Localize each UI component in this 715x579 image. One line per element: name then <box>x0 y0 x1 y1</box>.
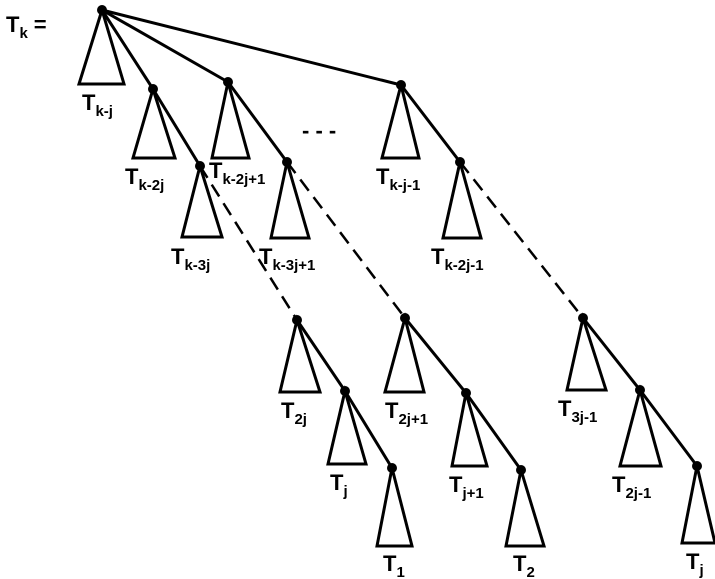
node-2 <box>148 84 158 94</box>
subtree-label-t11: Tj <box>330 470 348 500</box>
node-10 <box>578 313 588 323</box>
subtree-label-t6: Tk-3j+1 <box>259 244 315 274</box>
subtree-label-t12: Tj+1 <box>449 472 484 502</box>
subtree-label-t1: Tk-j <box>82 90 113 120</box>
edge-node4-node7 <box>399 84 462 163</box>
dashed-edge-node6-node9 <box>286 161 406 319</box>
subtree-label-t10: T3j-1 <box>558 396 597 426</box>
edge-node10-node13 <box>581 317 642 391</box>
subtree-triangle-t5 <box>180 160 225 239</box>
root-label: Tk = <box>6 12 47 42</box>
tree-nodes <box>97 5 702 475</box>
subtree-label-t3: Tk-2j+1 <box>209 158 265 188</box>
edge-node2-node5 <box>151 88 202 167</box>
node-14 <box>387 463 397 473</box>
subtree-triangles <box>76 4 715 548</box>
node-3 <box>223 77 233 87</box>
subtree-triangle-t8 <box>278 314 323 394</box>
subtree-triangle-t1 <box>76 4 127 86</box>
subtree-label-t2: Tk-2j <box>125 164 164 194</box>
edge-root-node2 <box>100 9 155 90</box>
subtree-label-t5: Tk-3j <box>171 244 210 274</box>
edge-node9-node12 <box>403 317 468 394</box>
edge-node8-node11 <box>295 319 347 392</box>
subtree-triangle-t9 <box>383 312 426 394</box>
root-edges <box>100 8 699 471</box>
dashed-edges <box>198 161 584 321</box>
subtree-triangle-t2 <box>131 83 178 160</box>
root-label-main: T <box>6 12 20 37</box>
subtree-labels: Tk-j Tk-2j Tk-2j+1 Tk-j-1 Tk-3j Tk-3j+1 … <box>82 90 704 579</box>
subtree-label-t14: T1 <box>383 551 405 579</box>
subtree-label-t7: Tk-2j-1 <box>431 244 484 274</box>
node-4 <box>396 80 406 90</box>
subtree-triangle-t14 <box>375 467 414 548</box>
node-15 <box>516 465 526 475</box>
node-13 <box>635 385 645 395</box>
subtree-triangle-t15 <box>504 469 547 548</box>
subtree-label-t15: T2 <box>513 551 535 579</box>
subtree-label-t9: T2j+1 <box>385 398 428 428</box>
node-16 <box>692 461 702 471</box>
subtree-triangle-t16 <box>680 465 715 545</box>
subtree-triangle-t11 <box>326 385 368 466</box>
subtree-triangle-t10 <box>565 312 609 392</box>
subtree-triangle-t6 <box>269 161 311 240</box>
node-root <box>97 5 107 15</box>
node-7 <box>455 157 465 167</box>
subtree-label-t16: Tj <box>686 549 704 579</box>
node-6 <box>282 157 292 167</box>
dashed-edge-node5-node8 <box>198 165 299 321</box>
edge-node11-node14 <box>343 390 394 469</box>
dashed-edge-node7-node10 <box>459 161 584 319</box>
ellipsis: - - - <box>302 118 336 143</box>
edge-root-node3 <box>101 8 229 84</box>
subtree-triangle-t3 <box>210 81 251 160</box>
node-9 <box>400 313 410 323</box>
edge-node12-node15 <box>464 392 523 471</box>
node-11 <box>340 386 350 396</box>
subtree-label-t8: T2j <box>281 398 307 428</box>
subtree-triangle-t7 <box>441 161 483 240</box>
node-5 <box>195 161 205 171</box>
subtree-label-t13: T2j-1 <box>612 472 651 502</box>
root-label-equals: = <box>34 12 47 37</box>
node-8 <box>292 315 302 325</box>
edge-node3-node6 <box>226 81 289 163</box>
node-12 <box>461 388 471 398</box>
subtree-triangle-t13 <box>618 384 663 468</box>
subtree-triangle-t4 <box>380 84 421 160</box>
root-label-sub: k <box>19 25 28 42</box>
edge-root-node4 <box>101 8 402 87</box>
subtree-triangle-t12 <box>450 392 489 468</box>
edge-node13-node16 <box>638 389 699 467</box>
subtree-label-t4: Tk-j-1 <box>376 164 420 194</box>
svg-text:Tk=: Tk = <box>6 12 47 42</box>
